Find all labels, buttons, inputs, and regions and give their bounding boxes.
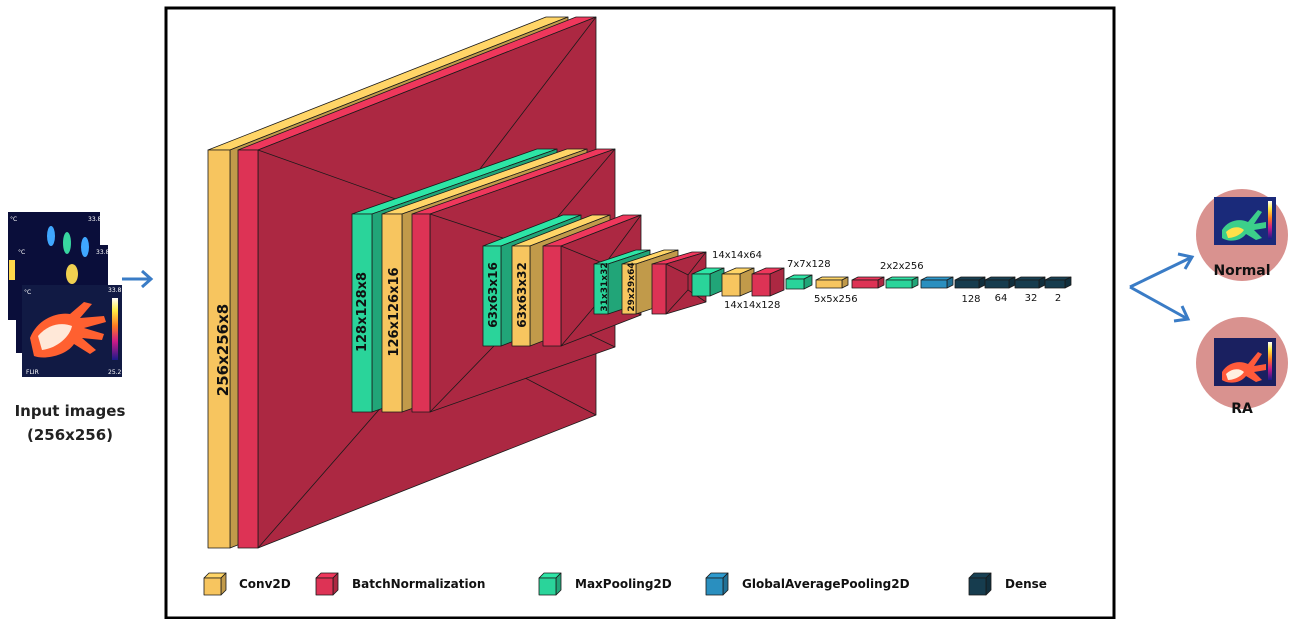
- output-class-ra: RA: [1196, 317, 1288, 417]
- legend-label-conv2d: Conv2D: [239, 577, 291, 591]
- dense-units-label: 2: [1055, 293, 1061, 304]
- shape-label-14x14x64: 14x14x64: [712, 250, 762, 261]
- layer-conv2d-5: [722, 268, 754, 296]
- layer-dense-2-front: [1045, 280, 1065, 288]
- legend-item-batchnorm: [316, 573, 338, 595]
- svg-text:33.8: 33.8: [88, 216, 102, 223]
- layer-maxpool-5-front: [786, 279, 804, 289]
- legend-item-maxpool: [539, 573, 561, 595]
- svg-text:25.2: 25.2: [108, 369, 122, 376]
- output-label-normal: Normal: [1213, 263, 1270, 279]
- legend-label-gap: GlobalAveragePooling2D: [742, 577, 910, 591]
- svg-text:°C: °C: [18, 249, 25, 256]
- layer-batchnorm-5: [752, 268, 784, 296]
- shape-label-256x256x8: 256x256x8: [214, 304, 232, 396]
- legend-cube-maxpool-front: [539, 578, 556, 595]
- layer-maxpool-4: [692, 268, 724, 296]
- legend-item-gap: [706, 573, 728, 595]
- shape-label-2x2x256: 2x2x256: [880, 261, 924, 272]
- layer-dense-128: [955, 277, 985, 288]
- shape-label-5x5x256: 5x5x256: [814, 294, 858, 305]
- layer-gap: [921, 277, 953, 288]
- shape-label-31x31x32: 31x31x32: [600, 262, 610, 311]
- legend-cube-conv2d: [204, 573, 226, 595]
- dense-units-label: 64: [995, 293, 1008, 304]
- layer-gap-front: [921, 280, 947, 288]
- layer-batchnorm-2-front: [412, 214, 430, 412]
- layer-dense-32: [1015, 277, 1045, 288]
- layer-dense-2: [1045, 277, 1071, 288]
- legend-label-maxpool: MaxPooling2D: [575, 577, 672, 591]
- shape-label-14x14x128: 14x14x128: [724, 300, 780, 311]
- layer-batchnorm-6: [852, 277, 884, 288]
- output-class-normal: Normal: [1196, 189, 1288, 281]
- thermal-image-card: °C 33.8 25.2 FLIR: [22, 285, 122, 377]
- legend-cube-batchnorm-front: [316, 578, 333, 595]
- shape-label-29x29x64: 29x29x64: [627, 262, 637, 311]
- svg-text:°C: °C: [24, 289, 31, 296]
- input-caption: Input images: [15, 402, 126, 420]
- layer-batchnorm-4-front: [652, 264, 666, 314]
- legend-item-dense: [969, 573, 991, 595]
- layer-batchnorm-3-front: [543, 246, 561, 346]
- input-caption-size: (256x256): [27, 426, 113, 444]
- layer-batchnorm-5-front: [752, 274, 770, 296]
- layer-dense-128-front: [955, 280, 979, 288]
- layer-batchnorm-1-front: [238, 150, 258, 548]
- legend-label-dense: Dense: [1005, 577, 1047, 591]
- legend-cube-gap-front: [706, 578, 723, 595]
- svg-text:33.8: 33.8: [108, 287, 122, 294]
- layer-maxpool-4-front: [692, 274, 710, 296]
- legend-cube-maxpool: [539, 573, 561, 595]
- layer-conv2d-6: [816, 277, 848, 288]
- shape-label-128x128x8: 128x128x8: [355, 272, 370, 352]
- shape-label-63x63x16: 63x63x16: [486, 262, 500, 328]
- svg-text:°C: °C: [10, 216, 17, 223]
- svg-text:33.8: 33.8: [96, 249, 110, 256]
- legend-cube-dense: [969, 573, 991, 595]
- layer-dense-64-front: [985, 280, 1009, 288]
- layer-dense-32-front: [1015, 280, 1039, 288]
- dense-units-label: 128: [961, 294, 980, 305]
- layer-dense-64: [985, 277, 1015, 288]
- layer-conv2d-6-front: [816, 280, 842, 288]
- legend-cube-dense-front: [969, 578, 986, 595]
- dense-units-label: 32: [1025, 293, 1038, 304]
- shape-label-126x126x16: 126x126x16: [387, 267, 402, 356]
- output-label-ra: RA: [1231, 401, 1253, 417]
- layer-maxpool-6-front: [886, 280, 912, 288]
- legend-cube-gap: [706, 573, 728, 595]
- shape-label-7x7x128: 7x7x128: [787, 259, 831, 270]
- legend-cube-conv2d-front: [204, 578, 221, 595]
- layer-conv2d-5-front: [722, 274, 740, 296]
- svg-text:FLIR: FLIR: [26, 369, 39, 376]
- output-arrows-icon: [1130, 254, 1192, 321]
- layer-maxpool-6: [886, 277, 918, 288]
- legend-label-batchnorm: BatchNormalization: [352, 577, 485, 591]
- layer-batchnorm-6-front: [852, 280, 878, 288]
- layer-maxpool-5: [786, 275, 812, 289]
- legend-cube-batchnorm: [316, 573, 338, 595]
- legend-item-conv2d: [204, 573, 226, 595]
- input-arrow-icon: [122, 271, 151, 287]
- shape-label-63x63x32: 63x63x32: [515, 262, 529, 328]
- input-image-stack: °C 33.8 °C 33.8 °C 33.8 25.2 FLIR: [8, 212, 122, 377]
